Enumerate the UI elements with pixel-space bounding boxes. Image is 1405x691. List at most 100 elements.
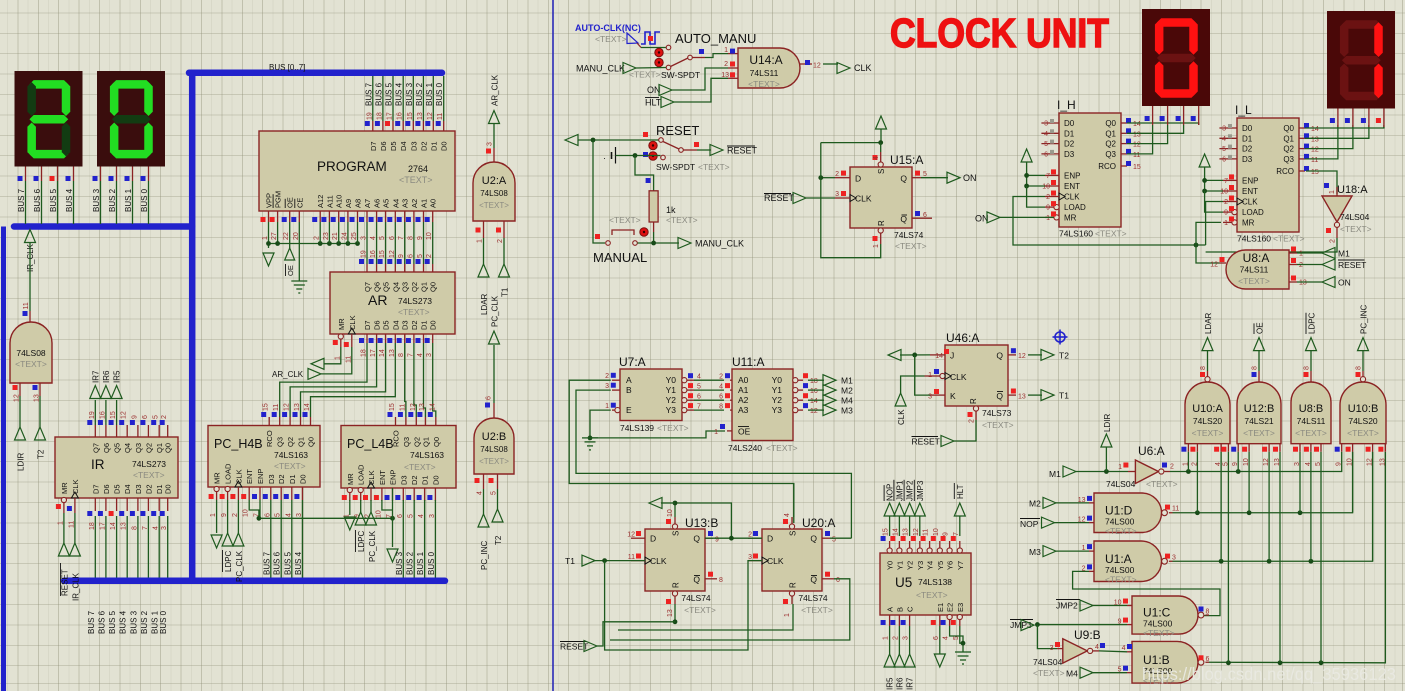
svg-text:<TEXT>: <TEXT>: [1143, 628, 1175, 638]
svg-text:MANU_CLK: MANU_CLK: [576, 64, 625, 74]
svg-text:Q2: Q2: [412, 437, 421, 447]
svg-text:74LS240: 74LS240: [728, 443, 762, 453]
svg-text:Q4: Q4: [391, 282, 400, 292]
svg-text:12: 12: [389, 250, 396, 258]
svg-text:9: 9: [354, 514, 361, 518]
svg-text:AR: AR: [368, 292, 387, 308]
svg-text:T1: T1: [1059, 391, 1069, 401]
svg-text:13: 13: [1274, 458, 1281, 466]
svg-text:BUS 2: BUS 2: [108, 188, 117, 212]
svg-text:RESET: RESET: [656, 123, 699, 138]
svg-text:Q0: Q0: [1283, 124, 1294, 133]
svg-text:Q1: Q1: [297, 437, 306, 447]
svg-text:<TEXT>: <TEXT>: [1243, 428, 1275, 438]
svg-text:LOAD: LOAD: [224, 463, 233, 484]
svg-text:1: 1: [724, 47, 728, 54]
svg-text:Q3: Q3: [1105, 150, 1116, 159]
svg-text:Q: Q: [810, 534, 817, 544]
svg-text:13: 13: [1311, 136, 1319, 143]
svg-text:12: 12: [427, 112, 434, 120]
svg-text:JMP2: JMP2: [1056, 601, 1078, 611]
svg-text:2: 2: [314, 236, 321, 240]
svg-text:3: 3: [605, 383, 609, 390]
svg-text:Q3: Q3: [401, 282, 410, 292]
svg-text:E1: E1: [936, 603, 945, 612]
svg-text:IR6: IR6: [895, 677, 904, 690]
svg-text:1: 1: [784, 613, 791, 617]
svg-text:Q1: Q1: [1283, 134, 1294, 143]
svg-text:PC_CLK: PC_CLK: [491, 295, 500, 327]
svg-text:U46:A: U46:A: [946, 331, 979, 345]
svg-text:15: 15: [389, 403, 396, 411]
svg-text:D7: D7: [91, 484, 100, 494]
svg-text:RESET: RESET: [60, 569, 69, 596]
svg-text:<TEXT>: <TEXT>: [479, 457, 509, 466]
svg-text:BUS 5: BUS 5: [283, 551, 292, 575]
svg-text:M2: M2: [841, 386, 853, 396]
svg-text:74LS00: 74LS00: [1105, 516, 1135, 526]
svg-text:2: 2: [969, 419, 976, 423]
svg-text:Q2: Q2: [1105, 140, 1116, 149]
svg-text:27: 27: [271, 232, 278, 240]
svg-text:PC_L4B: PC_L4B: [347, 437, 394, 451]
svg-text:A8: A8: [354, 199, 363, 208]
svg-text:D3: D3: [409, 141, 418, 151]
svg-text:12: 12: [1210, 262, 1218, 269]
svg-text:18: 18: [89, 522, 96, 530]
svg-text:5: 5: [491, 491, 498, 495]
svg-text:<TEXT>: <TEXT>: [666, 215, 698, 225]
svg-text:LDPC: LDPC: [224, 550, 233, 572]
svg-text:A9: A9: [344, 199, 353, 208]
svg-text:74LS160: 74LS160: [1237, 234, 1271, 244]
svg-text:U20:A: U20:A: [802, 516, 835, 530]
svg-text:BUS 4: BUS 4: [294, 551, 303, 575]
svg-text:IR_CLK: IR_CLK: [71, 572, 80, 601]
svg-text:<TEXT>: <TEXT>: [1295, 428, 1327, 438]
svg-text:A12: A12: [316, 195, 325, 208]
svg-text:D5: D5: [389, 141, 398, 151]
svg-text:D2: D2: [419, 141, 428, 151]
svg-text:D1: D1: [155, 484, 164, 494]
svg-text:1: 1: [262, 236, 269, 240]
svg-text:<TEXT>: <TEXT>: [801, 605, 833, 615]
svg-text:<TEXT>: <TEXT>: [698, 162, 730, 172]
svg-text:14: 14: [892, 528, 899, 536]
svg-text:7: 7: [1046, 173, 1050, 180]
svg-text:ENP: ENP: [1242, 176, 1258, 185]
svg-text:BUS 0: BUS 0: [435, 82, 444, 106]
svg-text:BUS 0: BUS 0: [140, 188, 149, 212]
svg-text:BUS 4: BUS 4: [65, 188, 74, 212]
svg-text:16: 16: [99, 411, 106, 419]
svg-text:IR7: IR7: [91, 370, 100, 383]
svg-text:SW-SPDT: SW-SPDT: [656, 162, 695, 172]
svg-text:D: D: [855, 174, 861, 184]
svg-text:Y0: Y0: [886, 561, 895, 570]
svg-text:Q: Q: [900, 214, 907, 224]
svg-text:Y3: Y3: [772, 405, 783, 415]
svg-text:13: 13: [1018, 394, 1026, 401]
svg-text:BUS 7: BUS 7: [262, 551, 271, 575]
svg-text:<TEXT>: <TEXT>: [1238, 276, 1270, 286]
svg-text:11: 11: [23, 302, 30, 309]
svg-text:U5: U5: [895, 575, 912, 590]
svg-text:<TEXT>: <TEXT>: [748, 79, 780, 89]
svg-text:Q7: Q7: [91, 443, 100, 453]
svg-text:5: 5: [153, 415, 160, 419]
svg-text:ENP: ENP: [389, 470, 398, 485]
svg-text:S: S: [789, 531, 798, 536]
svg-text:U8:A: U8:A: [1243, 251, 1270, 265]
svg-text:<TEXT>: <TEXT>: [15, 359, 47, 369]
svg-text:A11: A11: [325, 195, 334, 208]
svg-text:A0: A0: [429, 199, 438, 208]
svg-text:RESET: RESET: [560, 642, 588, 652]
svg-text:5: 5: [1044, 141, 1048, 148]
svg-text:M1: M1: [1338, 249, 1350, 259]
svg-text:5: 5: [1222, 462, 1229, 466]
svg-text:11: 11: [1311, 157, 1318, 164]
svg-text:Q1: Q1: [421, 437, 430, 447]
svg-text:3: 3: [487, 142, 494, 146]
svg-text:6: 6: [1206, 656, 1210, 663]
svg-text:74LS20: 74LS20: [1348, 416, 1378, 426]
svg-text:20: 20: [293, 232, 300, 240]
svg-text:<TEXT>: <TEXT>: [1347, 428, 1379, 438]
